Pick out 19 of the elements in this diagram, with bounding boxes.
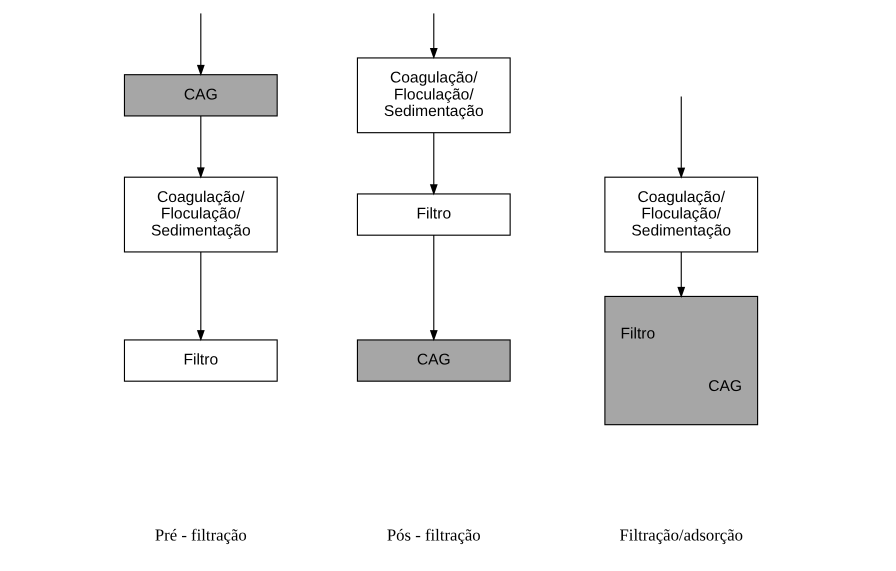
label: Filtração/adsorção xyxy=(620,526,743,545)
arrow xyxy=(196,116,205,179)
arrow xyxy=(196,252,205,342)
node-box: CAG xyxy=(356,339,511,382)
node-box: CAG xyxy=(124,74,278,116)
arrow xyxy=(430,13,438,60)
node-box: Coagulação/ Floculação/ Sedimentação xyxy=(124,176,278,252)
arrow xyxy=(430,132,438,196)
arrow xyxy=(196,13,205,76)
arrow xyxy=(677,252,686,298)
node-box: Coagulação/ Floculação/ Sedimentação xyxy=(604,176,758,252)
node-box: Filtro CAG xyxy=(604,296,758,426)
node-box: Filtro xyxy=(356,193,511,236)
node-box: Coagulação/ Floculação/ Sedimentação xyxy=(356,57,511,134)
node-box: Filtro xyxy=(124,339,278,382)
label: Pós - filtração xyxy=(386,526,481,545)
arrow xyxy=(677,96,686,179)
arrow xyxy=(430,235,438,342)
label: Pré - filtração xyxy=(154,526,247,545)
